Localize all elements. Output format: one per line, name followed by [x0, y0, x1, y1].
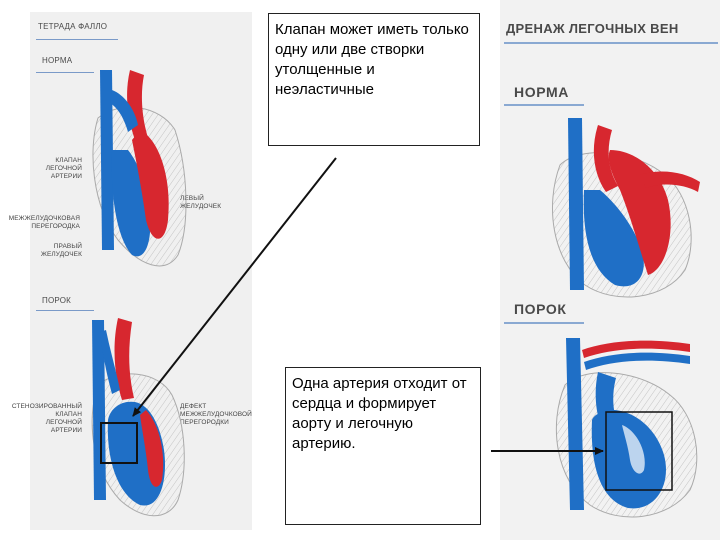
defect-heading-divider [36, 310, 94, 311]
tetralogy-title: ТЕТРАДА ФАЛЛО [38, 22, 108, 31]
tetralogy-title-divider [36, 39, 118, 40]
tetralogy-panel: ТЕТРАДА ФАЛЛО НОРМА КЛАПАН ЛЕГОЧНОЙ АРТЕ… [9, 12, 252, 530]
label-right-ventricle: ПРАВЫЙ ЖЕЛУДОЧЕК [40, 243, 82, 258]
venous-drainage-panel: ДРЕНАЖ ЛЕГОЧНЫХ ВЕН НОРМА ПОРОК [500, 0, 720, 540]
label-pulmonary-valve: КЛАПАН ЛЕГОЧНОЙ АРТЕРИИ [45, 157, 82, 180]
label-septum: МЕЖЖЕЛУДОЧКОВАЯ ПЕРЕГОРОДКА [8, 215, 80, 230]
truncus-callout-box: Одна артерия отходит от сердца и формиру… [285, 367, 481, 525]
valve-callout-box: Клапан может иметь только одну или две с… [268, 13, 480, 146]
truncus-callout-text: Одна артерия отходит от сердца и формиру… [292, 375, 467, 452]
drainage-defect-heading: ПОРОК [514, 301, 567, 317]
tetralogy-defect-heading: ПОРОК [42, 296, 72, 305]
drainage-normal-divider [504, 104, 584, 106]
drainage-normal-heading: НОРМА [514, 84, 569, 100]
normal-heading-divider [36, 72, 94, 73]
drainage-title: ДРЕНАЖ ЛЕГОЧНЫХ ВЕН [506, 21, 679, 36]
label-septal-defect: ДЕФЕКТ МЕЖЖЕЛУДОЧКОВОЙ ПЕРЕГОРОДКИ [180, 403, 252, 426]
drainage-defect-divider [504, 322, 584, 324]
drainage-title-divider [504, 42, 718, 44]
tetralogy-normal-heading: НОРМА [42, 56, 73, 65]
label-stenotic-valve: СТЕНОЗИРОВАННЫЙ КЛАПАН ЛЕГОЧНОЙ АРТЕРИИ [11, 403, 82, 434]
valve-callout-text: Клапан может иметь только одну или две с… [275, 21, 469, 98]
label-left-ventricle: ЛЕВЫЙ ЖЕЛУДОЧЕК [180, 195, 222, 210]
